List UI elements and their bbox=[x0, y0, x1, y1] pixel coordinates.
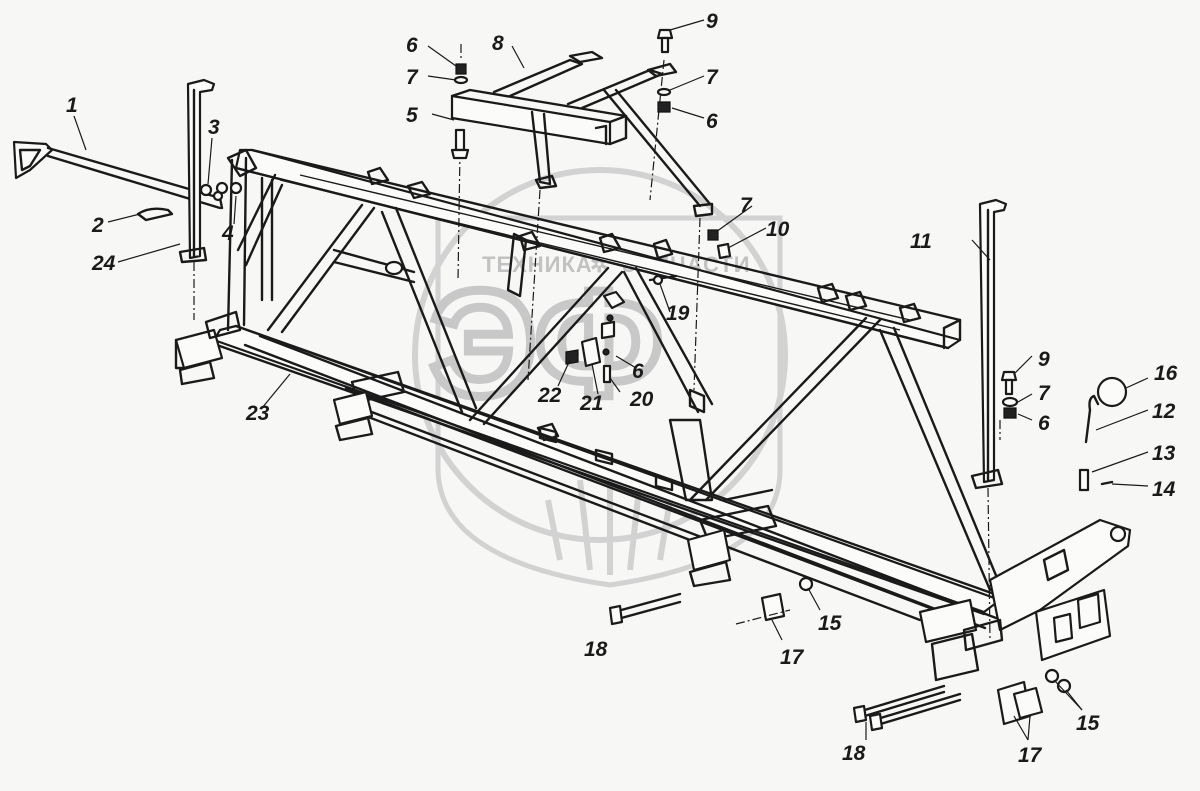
callout-21: 21 bbox=[579, 392, 603, 415]
callout-2: 2 bbox=[91, 214, 104, 237]
callout-6-top-left: 6 bbox=[406, 34, 418, 57]
callout-16: 16 bbox=[1154, 362, 1178, 385]
bottom-hardware-center bbox=[608, 576, 814, 626]
callout-17-center: 17 bbox=[780, 646, 805, 669]
right-hardware-stack bbox=[1000, 370, 1019, 419]
callout-10: 10 bbox=[766, 218, 790, 241]
callout-7-right: 7 bbox=[1038, 382, 1051, 405]
part-8-top-bracket bbox=[450, 50, 714, 391]
callout-labels: 1 2 3 4 5 6 6 6 6 7 7 7 7 8 9 9 10 11 12… bbox=[66, 10, 1178, 767]
callout-22: 22 bbox=[537, 384, 562, 407]
part-24-upright-post bbox=[178, 78, 216, 320]
callout-15-right: 15 bbox=[1076, 712, 1100, 735]
bottom-hardware-right bbox=[852, 668, 1072, 732]
callout-20: 20 bbox=[629, 388, 654, 411]
leader-lines bbox=[73, 19, 1149, 741]
callout-14: 14 bbox=[1152, 478, 1176, 501]
callout-18-center: 18 bbox=[584, 638, 608, 661]
callout-7-top-left: 7 bbox=[406, 66, 419, 89]
callout-19: 19 bbox=[666, 302, 690, 325]
callout-23: 23 bbox=[245, 402, 270, 425]
callout-6-top-right: 6 bbox=[706, 110, 718, 133]
callout-13: 13 bbox=[1152, 442, 1176, 465]
callout-11: 11 bbox=[910, 230, 932, 253]
left-hitch-block bbox=[174, 310, 242, 386]
middle-left-mount bbox=[332, 390, 374, 442]
top-hardware-right bbox=[656, 28, 674, 113]
middle-hardware bbox=[565, 229, 732, 384]
pin-assembly bbox=[1078, 376, 1128, 492]
part-11-upright-post bbox=[970, 198, 1008, 641]
main-frame-truss bbox=[174, 148, 1132, 682]
callout-9-top: 9 bbox=[706, 10, 718, 33]
callout-24: 24 bbox=[91, 252, 116, 275]
callout-18-right: 18 bbox=[842, 742, 866, 765]
callout-7-middle: 7 bbox=[740, 194, 753, 217]
callout-6-right: 6 bbox=[1038, 412, 1050, 435]
callout-5: 5 bbox=[406, 104, 418, 127]
centre-mount bbox=[686, 528, 732, 588]
callout-15-center: 15 bbox=[818, 612, 842, 635]
callout-9-right: 9 bbox=[1038, 348, 1050, 371]
part-2-u-bolt bbox=[136, 207, 174, 222]
watermark-monogram: ЭФ bbox=[430, 259, 663, 427]
callout-4: 4 bbox=[221, 222, 234, 245]
callout-17-right: 17 bbox=[1018, 744, 1043, 767]
watermark-text-left: ТЕХНИКА bbox=[482, 252, 593, 277]
callout-12: 12 bbox=[1152, 400, 1176, 423]
callout-1: 1 bbox=[66, 94, 78, 117]
callout-3: 3 bbox=[208, 116, 220, 139]
top-hardware-left bbox=[450, 44, 470, 160]
callout-6-middle: 6 bbox=[632, 360, 644, 383]
parts-3-4-hardware bbox=[199, 181, 243, 202]
callout-8: 8 bbox=[492, 32, 504, 55]
right-hitch-assembly bbox=[918, 518, 1132, 682]
watermark: ТЕХНИКА ЗАПЧАСТИ ✲ ЭФ bbox=[412, 167, 788, 588]
callout-7-top-right: 7 bbox=[706, 66, 719, 89]
